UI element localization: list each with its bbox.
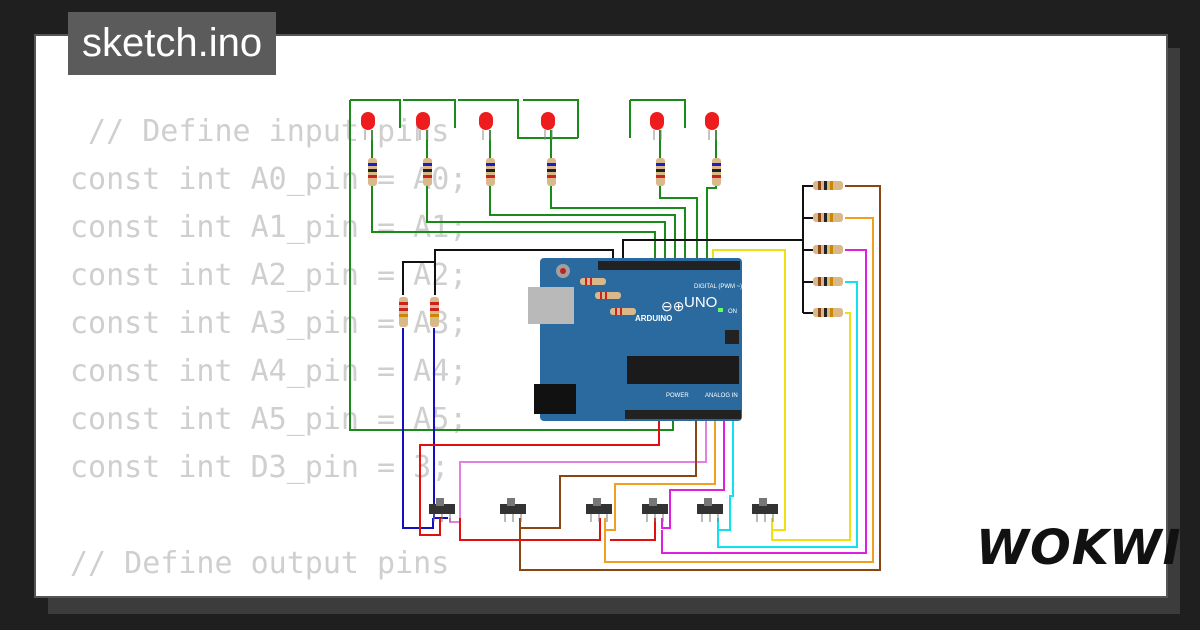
board-infinity-icon: ⊖⊕ bbox=[661, 298, 684, 314]
board-resistor[interactable] bbox=[595, 292, 621, 299]
resistor[interactable] bbox=[813, 181, 843, 190]
power-jack bbox=[534, 384, 576, 414]
resistor[interactable] bbox=[712, 158, 721, 186]
code-line: const int A3_pin = A3; bbox=[70, 306, 468, 341]
board-resistor[interactable] bbox=[580, 278, 606, 285]
board-resistor[interactable] bbox=[610, 308, 636, 315]
board-logo: UNO bbox=[684, 294, 717, 311]
arduino-uno-board[interactable]: ⊖⊕ UNO ARDUINO DIGITAL (PWM ~) ANALOG IN… bbox=[528, 258, 742, 421]
resistor[interactable] bbox=[813, 213, 843, 222]
microcontroller-chip bbox=[627, 356, 739, 384]
slide-switches bbox=[429, 498, 778, 522]
code-line: const int A1_pin = A1; bbox=[70, 210, 468, 245]
code-line: const int A0_pin = A0; bbox=[70, 162, 468, 197]
led-group bbox=[361, 112, 719, 140]
resistor[interactable] bbox=[423, 158, 432, 186]
led-resistors bbox=[368, 158, 721, 327]
resistor[interactable] bbox=[813, 277, 843, 286]
led[interactable] bbox=[541, 112, 555, 140]
file-tab[interactable]: sketch.ino bbox=[68, 12, 277, 75]
resistor[interactable] bbox=[547, 158, 556, 186]
usb-port bbox=[528, 287, 574, 324]
board-brand: ARDUINO bbox=[635, 314, 672, 323]
slide-switch[interactable] bbox=[697, 498, 723, 522]
code-line: const int D1_pin = 1; bbox=[70, 588, 467, 596]
on-led bbox=[718, 308, 723, 312]
digital-header bbox=[598, 261, 740, 270]
code-line: // Define output pins bbox=[70, 546, 450, 581]
code-line: const int D3_pin = 3; bbox=[70, 450, 450, 485]
digital-label: DIGITAL (PWM ~) bbox=[694, 284, 742, 290]
resistor[interactable] bbox=[813, 245, 843, 254]
analog-label: ANALOG IN bbox=[705, 393, 738, 399]
green-wires bbox=[349, 99, 717, 431]
return-wires bbox=[459, 185, 881, 571]
code-line: const int A4_pin = A4; bbox=[70, 354, 468, 389]
resistor[interactable] bbox=[813, 308, 843, 317]
code-line: const int A5_pin = A5; bbox=[70, 402, 468, 437]
slide-switch[interactable] bbox=[429, 498, 455, 522]
icsp-header bbox=[725, 330, 739, 344]
led[interactable] bbox=[705, 112, 719, 140]
resistor[interactable] bbox=[430, 297, 439, 327]
right-resistors bbox=[813, 181, 843, 317]
analog-header bbox=[625, 410, 741, 419]
power-label: POWER bbox=[666, 393, 689, 399]
slide-switch[interactable] bbox=[586, 498, 612, 522]
slide-switch[interactable] bbox=[642, 498, 668, 522]
resistor[interactable] bbox=[368, 158, 377, 186]
on-label: ON bbox=[728, 309, 737, 315]
led[interactable] bbox=[650, 112, 664, 140]
slide-switch[interactable] bbox=[752, 498, 778, 522]
code-line: const int A2_pin = A2; bbox=[70, 258, 468, 293]
slide-switch[interactable] bbox=[500, 498, 526, 522]
code-line: // Define input pins bbox=[70, 114, 450, 149]
resistor[interactable] bbox=[399, 297, 408, 327]
wokwi-logo: WOKWI bbox=[976, 520, 1182, 576]
resistor[interactable] bbox=[656, 158, 665, 186]
led[interactable] bbox=[361, 112, 375, 140]
led[interactable] bbox=[416, 112, 430, 140]
code-background: // Define input pins const int A0_pin = A… bbox=[70, 108, 468, 596]
led[interactable] bbox=[479, 112, 493, 140]
resistor[interactable] bbox=[486, 158, 495, 186]
